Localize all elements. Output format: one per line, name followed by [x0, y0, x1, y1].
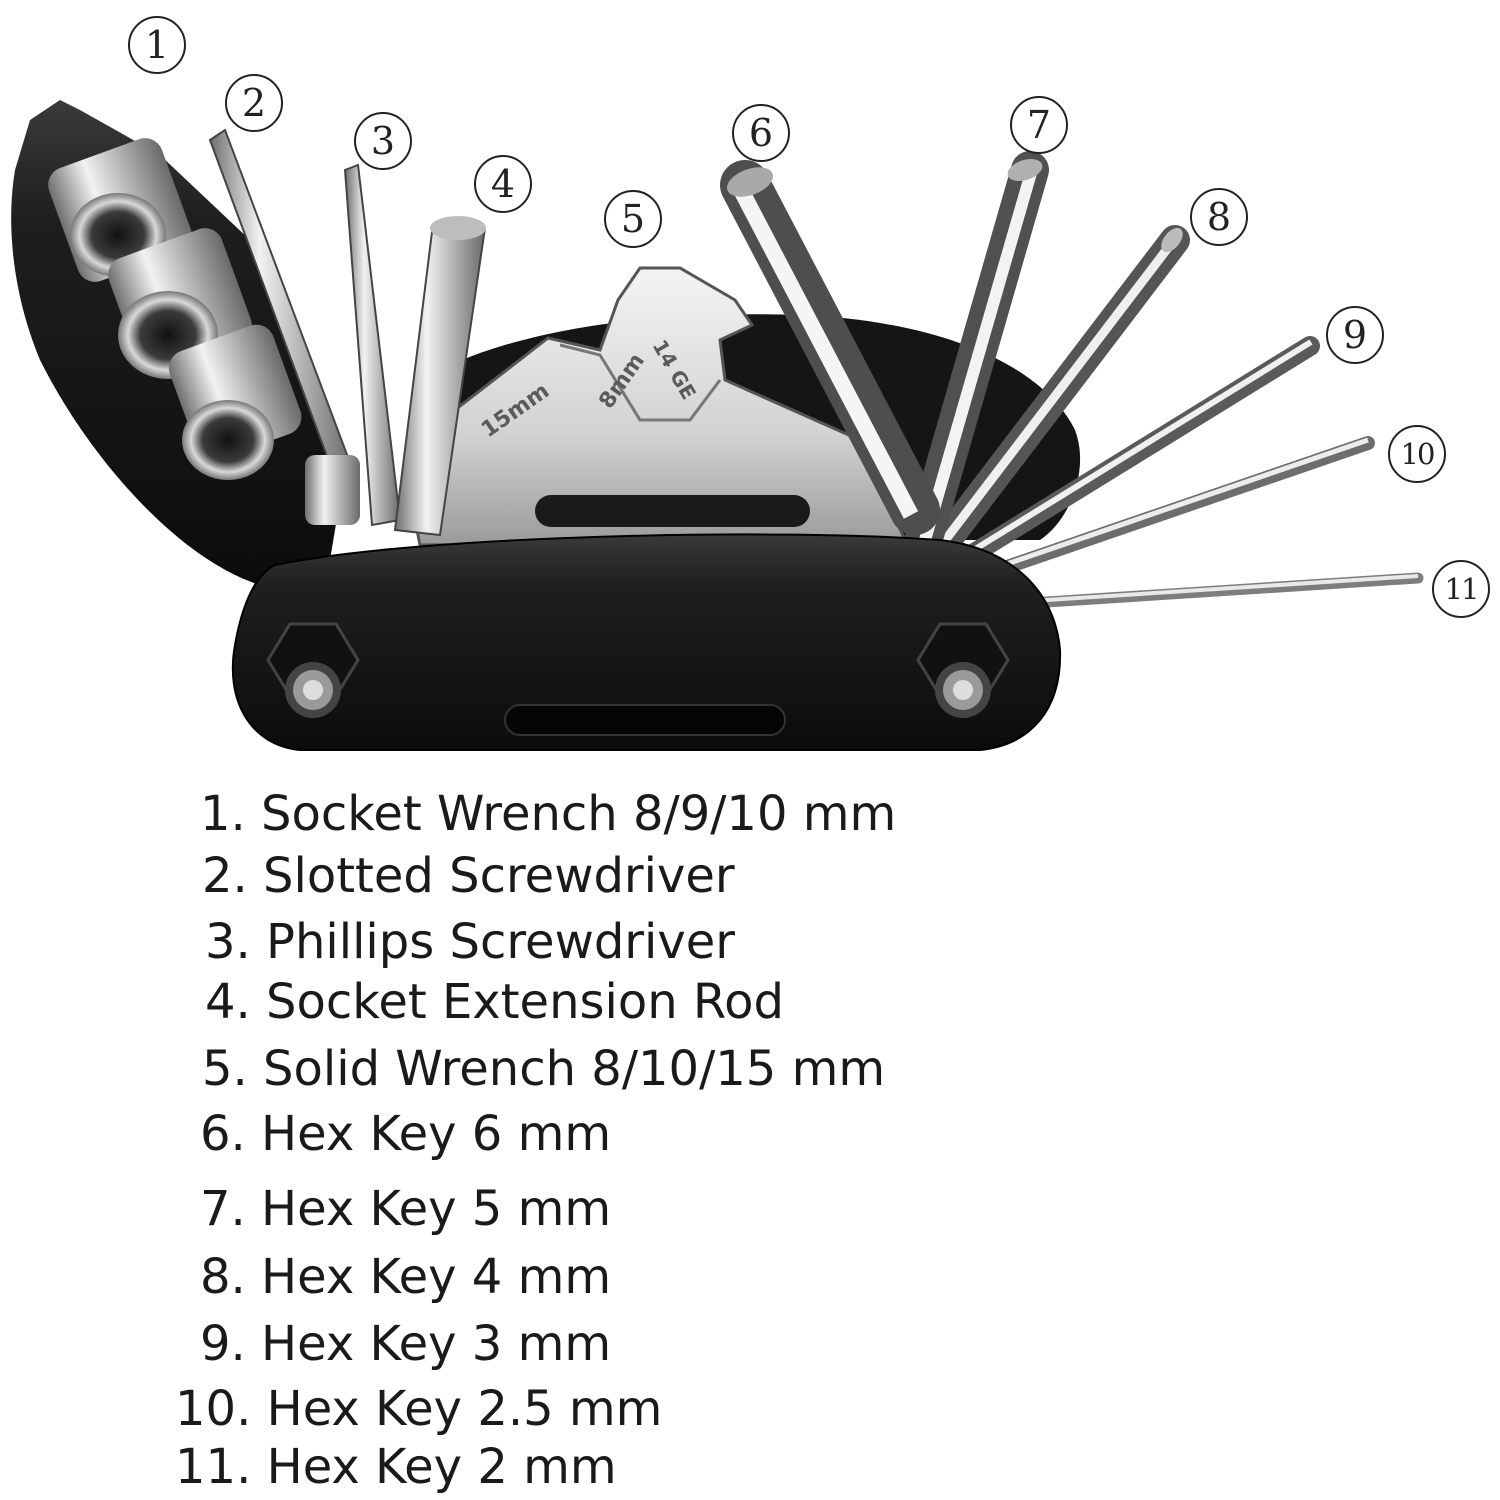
callout-11: 11 — [1432, 560, 1490, 618]
callout-1: 1 — [128, 16, 186, 74]
legend-item-2: 2. Slotted Screwdriver — [202, 848, 735, 904]
hex-key-6mm — [720, 160, 940, 535]
callout-9: 9 — [1326, 306, 1384, 364]
callout-2: 2 — [225, 74, 283, 132]
callout-3: 3 — [354, 112, 412, 170]
legend-item-8: 8. Hex Key 4 mm — [200, 1249, 612, 1305]
right-bolt — [916, 622, 1010, 718]
callout-6: 6 — [732, 104, 790, 162]
callout-4: 4 — [474, 155, 532, 213]
hex-key-2mm — [994, 572, 1424, 611]
hex-key-2-5mm — [968, 436, 1375, 585]
legend-item-5: 5. Solid Wrench 8/10/15 mm — [202, 1041, 886, 1097]
legend-item-1: 1. Socket Wrench 8/9/10 mm — [200, 786, 897, 842]
hex-key-5mm — [903, 151, 1049, 564]
left-bolt — [266, 622, 360, 718]
hex-key-3mm — [940, 336, 1320, 578]
legend-item-6: 6. Hex Key 6 mm — [200, 1106, 612, 1162]
solid-wrench: 15mm 8mm 14 GE — [403, 266, 908, 547]
sockets — [48, 138, 302, 480]
legend-item-11: 11. Hex Key 2 mm — [175, 1439, 617, 1495]
callout-8: 8 — [1190, 188, 1248, 246]
legend-item-7: 7. Hex Key 5 mm — [200, 1181, 612, 1237]
callout-5: 5 — [604, 190, 662, 248]
legend-item-4: 4. Socket Extension Rod — [205, 974, 784, 1030]
callout-7: 7 — [1010, 96, 1068, 154]
legend-item-3: 3. Phillips Screwdriver — [205, 914, 736, 970]
callout-10: 10 — [1388, 425, 1446, 483]
front-body — [231, 533, 1062, 751]
multi-tool-illustration: 15mm 8mm 14 GE — [11, 100, 1424, 751]
hex-key-4mm — [920, 225, 1190, 570]
socket-extension-rod — [305, 216, 487, 537]
legend-item-10: 10. Hex Key 2.5 mm — [175, 1381, 663, 1437]
legend-item-9: 9. Hex Key 3 mm — [200, 1316, 612, 1372]
